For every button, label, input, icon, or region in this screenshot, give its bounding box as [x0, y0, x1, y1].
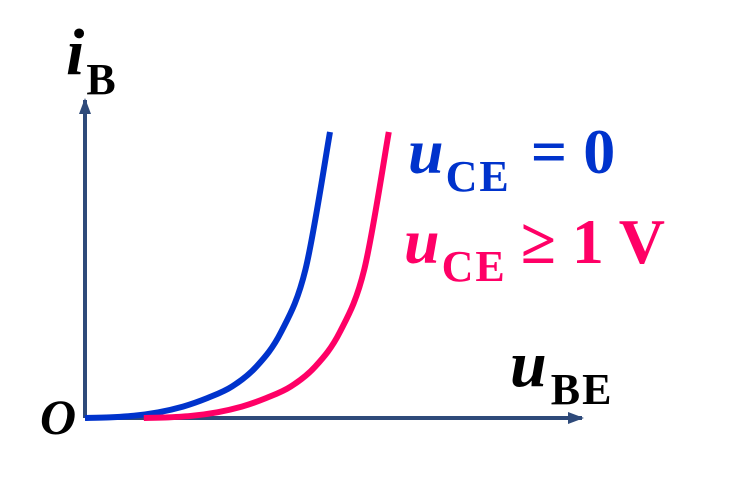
legend-series-2: uCE≥ 1 V	[404, 210, 665, 289]
y-axis-symbol: i	[66, 16, 85, 89]
legend-series-1-condition: = 0	[530, 116, 616, 187]
series-line-1	[84, 131, 333, 421]
x-axis-label: uBE	[510, 332, 611, 412]
origin-label: O	[40, 389, 77, 445]
y-axis-subscript: B	[86, 55, 116, 104]
y-axis-label: iB	[66, 20, 116, 102]
legend-series-2-condition: ≥ 1 V	[520, 206, 665, 277]
legend-series-2-subscript: CE	[441, 242, 507, 291]
legend-series-2-symbol: u	[404, 206, 440, 277]
legend-series-1-symbol: u	[408, 116, 444, 187]
series-layer	[84, 131, 392, 421]
legend-series-1-subscript: CE	[445, 152, 511, 201]
series-line-2	[143, 131, 392, 421]
x-axis-subscript: BE	[550, 365, 614, 414]
x-axis-symbol: u	[510, 328, 547, 401]
legend-series-1: uCE= 0	[408, 120, 615, 199]
